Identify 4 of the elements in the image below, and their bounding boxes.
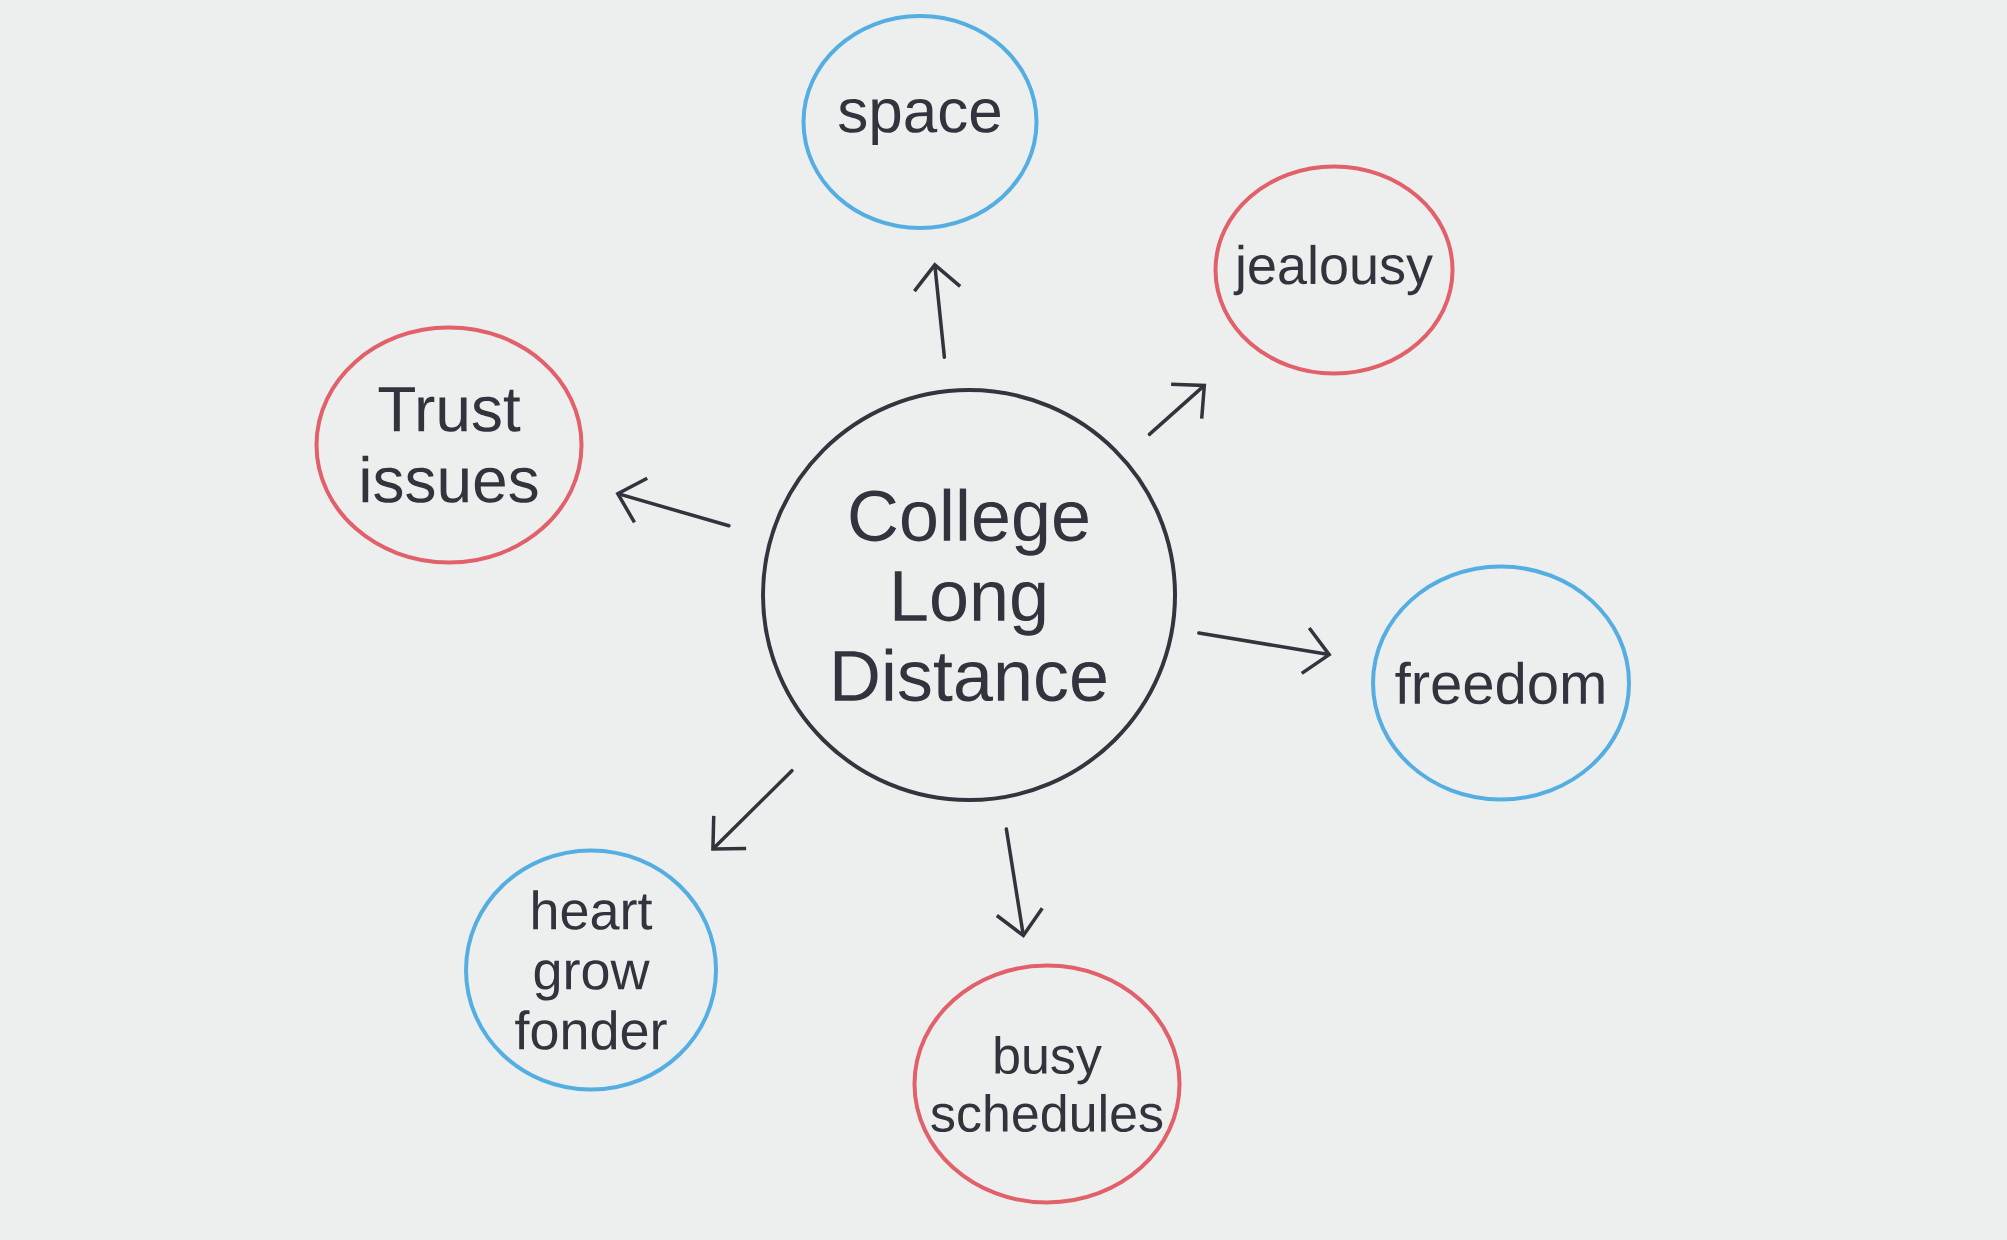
arrow xyxy=(615,476,731,528)
arrow xyxy=(711,769,794,851)
arrow xyxy=(1197,626,1332,675)
arrow xyxy=(995,827,1044,939)
